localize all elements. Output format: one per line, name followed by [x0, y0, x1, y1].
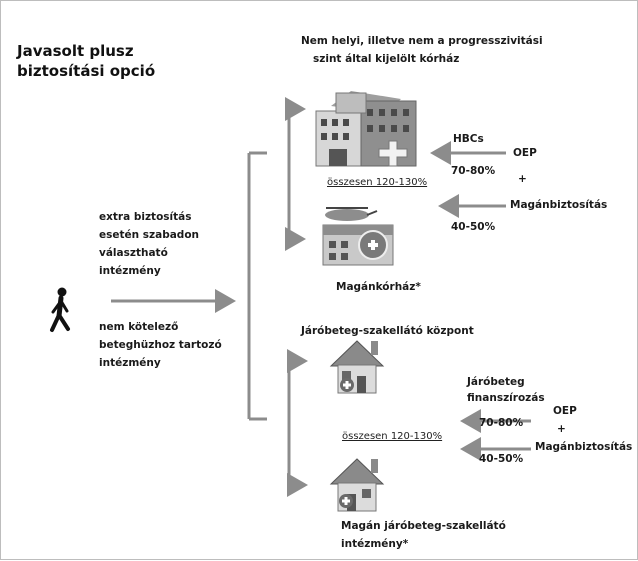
hospital-oep-label: OEP: [513, 147, 537, 159]
hospital-private-insurance: Magánbiztosítás: [510, 199, 608, 211]
outpatient-private-insurance: Magánbiztosítás: [535, 441, 633, 453]
left-top-line-3: választható: [99, 247, 168, 259]
outpatient-pct-bottom: 40-50%: [479, 453, 524, 465]
private-hospital-icon: [322, 207, 394, 266]
outpatient-finance-line-2: finanszírozás: [467, 392, 545, 404]
left-bottom-line-3: intézmény: [99, 357, 161, 369]
outpatient-house-icon: [329, 340, 385, 394]
outpatient-finance-line-1: Járóbeteg: [467, 376, 525, 388]
connector-tree: [111, 97, 308, 497]
private-outpatient-line-2: intézmény*: [341, 538, 409, 550]
hospital-pct-bottom: 40-50%: [451, 221, 496, 233]
private-hospital-label: Magánkórház*: [336, 281, 421, 293]
outpatient-plus-sign: +: [557, 423, 566, 435]
top-caption-line-2: szint által kijelölt kórház: [313, 53, 460, 65]
outpatient-pct-top: 70-80%: [479, 417, 524, 429]
left-bottom-line-1: nem kötelező: [99, 321, 179, 333]
left-bottom-line-2: beteghüzhoz tartozó: [99, 339, 222, 351]
diagram-title-line-2: biztosítási opció: [17, 62, 156, 80]
hbcs-label: HBCs: [453, 133, 484, 145]
left-top-line-4: intézmény: [99, 265, 161, 277]
outpatient-total: összesen 120-130%: [342, 431, 443, 442]
left-top-line-2: esetén szabadon: [99, 229, 200, 241]
walking-person-icon: [50, 287, 70, 332]
hospital-building-icon: [315, 91, 417, 167]
hospital-total: összesen 120-130%: [327, 177, 428, 188]
hospital-plus-sign: +: [518, 173, 527, 185]
financing-arrows: [430, 141, 531, 461]
diagram-title-line-1: Javasolt plusz: [17, 42, 134, 60]
left-top-line-1: extra biztosítás: [99, 211, 192, 223]
top-caption-line-1: Nem helyi, illetve nem a progresszivitás…: [301, 35, 543, 47]
outpatient-center-label: Járóbeteg-szakellátó központ: [301, 325, 474, 337]
private-outpatient-house-icon: [329, 458, 385, 512]
private-outpatient-line-1: Magán járóbeteg-szakellátó: [341, 520, 506, 532]
hospital-pct-top: 70-80%: [451, 165, 496, 177]
outpatient-oep-label: OEP: [553, 405, 577, 417]
